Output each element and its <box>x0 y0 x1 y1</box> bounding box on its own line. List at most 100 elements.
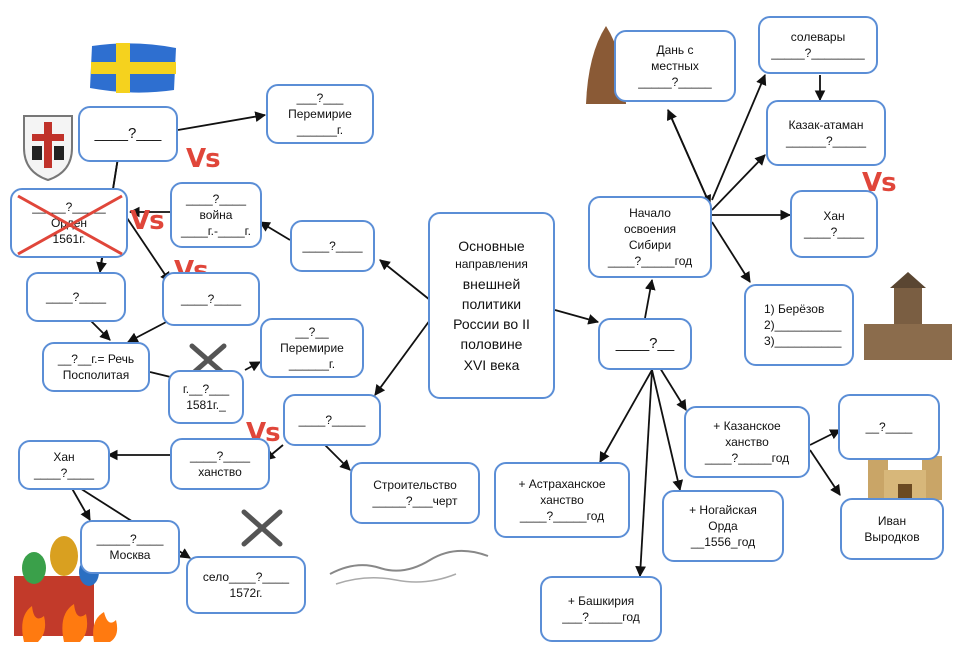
box-line: Иван <box>877 513 907 528</box>
box-line: Хан <box>53 449 75 464</box>
defense-line-box: Строительство _____?___черт <box>350 462 480 524</box>
center-line: Основные <box>458 237 525 254</box>
box-line: ______?_____ <box>785 134 867 148</box>
box-line: г.__?___ <box>182 381 230 396</box>
box-line: __?__ <box>295 324 329 339</box>
center-line: России во II <box>453 316 530 333</box>
blank-label: ____?___ <box>94 124 162 142</box>
box-line: 3)__________ <box>764 334 842 349</box>
blank-box-mid: ____?____ <box>162 272 260 326</box>
moscow-box: _____?____ Москва <box>80 520 180 574</box>
rech-box: __?__г.= Речь Посполитая <box>42 342 150 392</box>
center-line: политики <box>461 295 522 312</box>
siberia-box: Начало освоения Сибири ____?_____год <box>588 196 712 278</box>
box-line: ____?_____год <box>704 451 790 466</box>
south-direction-box: ____?_____ <box>283 394 381 446</box>
box-line: _____?_____ <box>32 199 106 214</box>
box-line: ______г. <box>296 123 344 138</box>
box-line: солевары <box>790 29 846 44</box>
box-line: Перемирие <box>280 340 344 355</box>
box-line: Дань с <box>656 42 694 57</box>
kazan-box: + Казанское ханство ____?_____год <box>684 406 810 478</box>
bashkiria-box: + Башкирия ___?_____год <box>540 576 662 642</box>
center-line: XVI века <box>463 356 520 373</box>
versus-label: Vs <box>186 144 221 174</box>
order-shield-icon <box>23 115 73 182</box>
box-line: Хан <box>823 208 845 223</box>
salt-box: солевары _____?________ <box>758 16 878 74</box>
box-line: Начало <box>629 205 671 220</box>
box-line: + Ногайская <box>689 502 757 517</box>
order-box: _____?_____ Орден 1561г. <box>10 188 128 258</box>
center-topic-box: Основные направления внешней политики Ро… <box>428 212 555 399</box>
box-line: ___?_____год <box>562 610 640 624</box>
box-line: ____?_____год <box>607 254 693 269</box>
box-line: Сибири <box>628 238 672 252</box>
box-line: Орда <box>708 518 738 533</box>
box-line: ханство <box>198 465 242 479</box>
war-box: ____?____ война ____г.-____г. <box>170 182 262 248</box>
tribute-box: Дань с местных _____?_____ <box>614 30 736 102</box>
forts-box: 1) Берёзов 2)__________ 3)__________ <box>744 284 854 366</box>
center-line: направления <box>455 257 528 272</box>
box-line: __?__г.= Речь <box>57 351 135 366</box>
box-line: _____?___черт <box>372 494 458 508</box>
cross-out-mark <box>17 194 123 256</box>
box-line: + Казанское <box>713 418 781 433</box>
blank-box-left: ____?____ <box>26 272 126 322</box>
box-line: Перемирие <box>288 106 352 121</box>
box-line: ___?___ <box>296 90 344 105</box>
box-line: ______г. <box>288 357 336 372</box>
box-line: _____?____ <box>96 531 164 546</box>
nogai-box: + Ногайская Орда __1556_год <box>662 490 784 562</box>
box-line: ____г.-____г. <box>181 224 251 239</box>
wall-sketch-icon <box>329 549 489 585</box>
battle-box: г.__?___ 1581г._ <box>168 370 244 424</box>
box-line: ____?_____год <box>519 509 605 524</box>
box-line: ____?____ <box>189 448 251 463</box>
box-line: освоения <box>623 221 677 236</box>
box-line: + Башкирия <box>567 593 635 608</box>
center-line: внешней <box>462 275 521 292</box>
box-line: ____?____ <box>33 466 95 480</box>
crossed-swords-icon <box>189 343 227 377</box>
box-line: __1556_год <box>690 535 756 550</box>
box-line: Посполитая <box>62 368 130 382</box>
wooden-fort-icon <box>864 272 952 360</box>
box-line: 1572г. <box>229 586 263 600</box>
box-line: _____?_____ <box>638 75 712 90</box>
truce-mid-box: __?__ Перемирие ______г. <box>260 318 364 378</box>
box-line: село____?____ <box>202 569 290 584</box>
box-line: Казак-атаман <box>788 117 864 132</box>
versus-label: Vs <box>130 206 165 236</box>
box-line: война <box>199 207 233 222</box>
truce-top-box: ___?___ Перемирие ______г. <box>266 84 374 144</box>
box-line: 1561г. <box>52 232 86 247</box>
crossed-swords-icon <box>241 509 283 547</box>
box-line: Москва <box>109 548 151 562</box>
blank-label: __?____ <box>865 419 913 434</box>
box-line: 1) Берёзов <box>764 301 825 316</box>
center-line: половине <box>460 336 523 353</box>
sweden-box: ____?___ <box>78 106 178 162</box>
east-direction-box: ____?__ <box>598 318 692 370</box>
khanate-box: ____?____ ханство <box>170 438 270 490</box>
sweden-flag-icon <box>90 43 176 93</box>
west-direction-box: ____?____ <box>290 220 375 272</box>
box-line: 2)__________ <box>764 317 842 332</box>
box-line: + Астраханское <box>518 476 606 491</box>
box-line: ____?____ <box>185 191 247 206</box>
blank-label: ____?____ <box>302 238 363 253</box>
village-box: село____?____ 1572г. <box>186 556 306 614</box>
blank-label: ____?____ <box>180 291 242 306</box>
box-line: Выродков <box>864 530 920 544</box>
khan-box: Хан ____?____ <box>18 440 110 490</box>
blank-label: ____?____ <box>45 289 107 304</box>
blank-label: ____?__ <box>615 334 675 352</box>
box-line: ханство <box>725 434 769 449</box>
box-line: ханство <box>540 492 584 507</box>
fortress-icon <box>868 456 942 500</box>
astrakhan-box: + Астраханское ханство ____?_____год <box>494 462 630 538</box>
blank-label: ____?_____ <box>298 412 366 427</box>
box-line: 1581г._ <box>186 398 226 412</box>
